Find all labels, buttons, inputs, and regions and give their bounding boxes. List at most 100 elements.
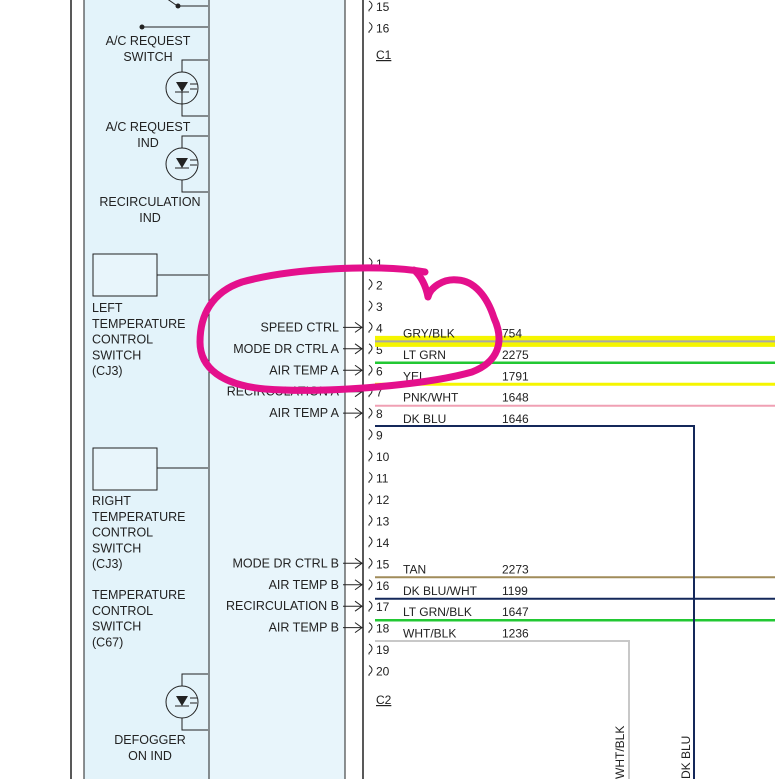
wire-circuit-label: 1646 <box>502 412 529 426</box>
wire-circuit-label: 1236 <box>502 627 529 641</box>
connector-pin: 16 <box>368 22 390 36</box>
signal-line: MODE DR CTRL B <box>233 556 363 570</box>
connector-pin: 15 <box>368 557 390 571</box>
signal-line: AIR TEMP A <box>269 406 363 420</box>
wire-color-label: PNK/WHT <box>403 391 459 405</box>
connector-pin: 9 <box>368 429 383 443</box>
wire-circuit-label: 2273 <box>502 562 529 576</box>
connector-pin: 8 <box>368 407 383 421</box>
svg-text:20: 20 <box>376 665 390 679</box>
wire-circuit-label: 1647 <box>502 605 529 619</box>
wire-color-label: DK BLU <box>403 412 446 426</box>
connector-pin: 12 <box>368 493 390 507</box>
wire-color-label: LT GRN <box>403 348 446 362</box>
svg-text:4: 4 <box>376 321 383 335</box>
signal-line: MODE DR CTRL A <box>233 342 363 356</box>
svg-text:17: 17 <box>376 600 390 614</box>
signal-label: AIR TEMP A <box>269 406 339 420</box>
wire-17: LT GRN/BLK 1647 <box>375 605 775 622</box>
wire-16: DK BLU/WHT 1199 <box>375 584 775 600</box>
svg-text:16: 16 <box>376 579 390 593</box>
wire-color-label: LT GRN/BLK <box>403 605 472 619</box>
wire-circuit-label: 754 <box>502 326 522 340</box>
connector-pin: 16 <box>368 579 390 593</box>
signal-label: AIR TEMP B <box>269 621 339 635</box>
wire-circuit-label: 1648 <box>502 391 529 405</box>
module-panel-outer <box>83 0 211 784</box>
svg-text:6: 6 <box>376 364 383 378</box>
svg-text:10: 10 <box>376 450 390 464</box>
annotation-circle <box>196 264 503 394</box>
signal-line: AIR TEMP B <box>269 578 363 592</box>
wire-8: DK BLU 1646 <box>403 412 529 426</box>
svg-text:9: 9 <box>376 429 383 443</box>
wire-18: WHT/BLK 1236 <box>403 627 529 641</box>
signal-label: AIR TEMP B <box>269 578 339 592</box>
svg-text:19: 19 <box>376 643 390 657</box>
wire-7: PNK/WHT 1648 <box>375 391 775 407</box>
signal-label: MODE DR CTRL B <box>233 556 340 570</box>
signal-line: SPEED CTRL <box>261 320 363 334</box>
svg-text:18: 18 <box>376 622 390 636</box>
signal-label: MODE DR CTRL A <box>233 342 339 356</box>
connector-pin: 10 <box>368 450 390 464</box>
svg-text:1: 1 <box>376 257 383 271</box>
svg-text:14: 14 <box>376 536 390 550</box>
svg-text:3: 3 <box>376 300 383 314</box>
svg-text:2: 2 <box>376 278 383 292</box>
wire-dkblu-vertical <box>375 425 695 779</box>
svg-text:11: 11 <box>376 472 389 486</box>
wire-color-label: DK BLU/WHT <box>403 584 478 598</box>
connector-pin: 3 <box>368 300 383 314</box>
signal-label: AIR TEMP A <box>269 363 339 377</box>
wire-circuit-label: 1791 <box>502 369 529 383</box>
defogger-led-icon <box>165 673 208 731</box>
connector-pin: 4 <box>368 321 383 335</box>
connector-pin: 15 <box>368 0 390 14</box>
svg-text:7: 7 <box>376 386 383 400</box>
svg-text:13: 13 <box>376 514 390 528</box>
connector-pin: 13 <box>368 514 390 528</box>
wire-circuit-label: 1199 <box>502 584 528 598</box>
svg-text:15: 15 <box>376 557 390 571</box>
ac-request-led-icon <box>165 59 208 117</box>
signal-labels: SPEED CTRL MODE DR CTRL A AIR TEMP A RECIRC… <box>226 320 363 635</box>
svg-text:8: 8 <box>376 407 383 421</box>
wire-whtblk-vertical <box>375 640 630 779</box>
svg-text:16: 16 <box>376 22 390 36</box>
connector-pin: 19 <box>368 643 390 657</box>
connector-c2-label: C2 <box>376 693 392 707</box>
svg-text:5: 5 <box>376 343 383 357</box>
signal-line: AIR TEMP B <box>269 621 363 635</box>
wire-color-label: GRY/BLK <box>403 326 455 340</box>
vertical-label-whtblk: WHT/BLK <box>613 726 627 779</box>
connector-pin: 18 <box>368 622 390 636</box>
signal-label: RECIRCULATION B <box>226 599 339 613</box>
signal-line: AIR TEMP A <box>269 363 363 377</box>
connector-pin: 20 <box>368 665 390 679</box>
connector-pin: 2 <box>368 278 383 292</box>
connector-c1-label: C1 <box>376 48 392 62</box>
right-temp-switch-box <box>92 447 158 491</box>
svg-text:12: 12 <box>376 493 390 507</box>
ac-request-ind-led-icon <box>165 135 208 193</box>
wire-color-label: WHT/BLK <box>403 627 456 641</box>
left-temp-switch-box <box>92 253 158 297</box>
signal-label: SPEED CTRL <box>261 320 340 334</box>
signal-line: RECIRCULATION B <box>226 599 363 613</box>
ac-request-switch-symbol <box>139 0 208 30</box>
connector-pin: 14 <box>368 536 390 550</box>
wire-4: GRY/BLK 754 <box>375 326 775 347</box>
